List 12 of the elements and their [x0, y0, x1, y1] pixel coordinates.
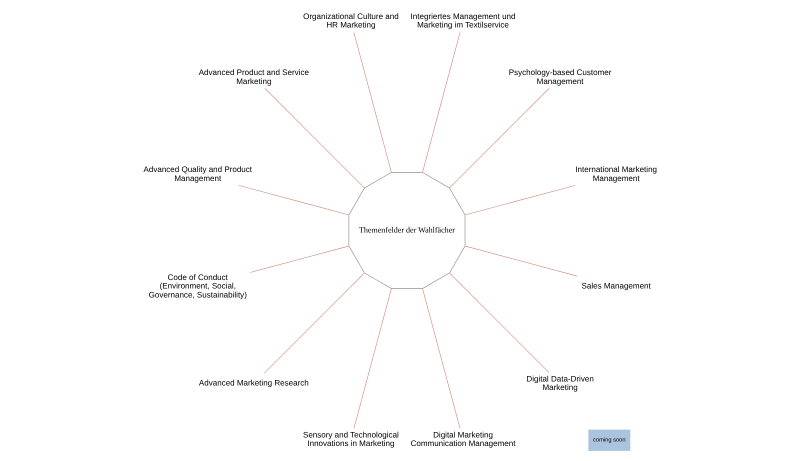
connector [249, 246, 348, 273]
connector [263, 272, 364, 374]
connector [448, 88, 549, 188]
connector [422, 32, 460, 172]
connector [422, 288, 460, 429]
connector [264, 88, 364, 188]
connector [353, 288, 392, 429]
connector [353, 32, 392, 172]
connector [464, 246, 578, 276]
connector [448, 272, 549, 373]
connector [238, 185, 348, 216]
connector [464, 185, 576, 216]
